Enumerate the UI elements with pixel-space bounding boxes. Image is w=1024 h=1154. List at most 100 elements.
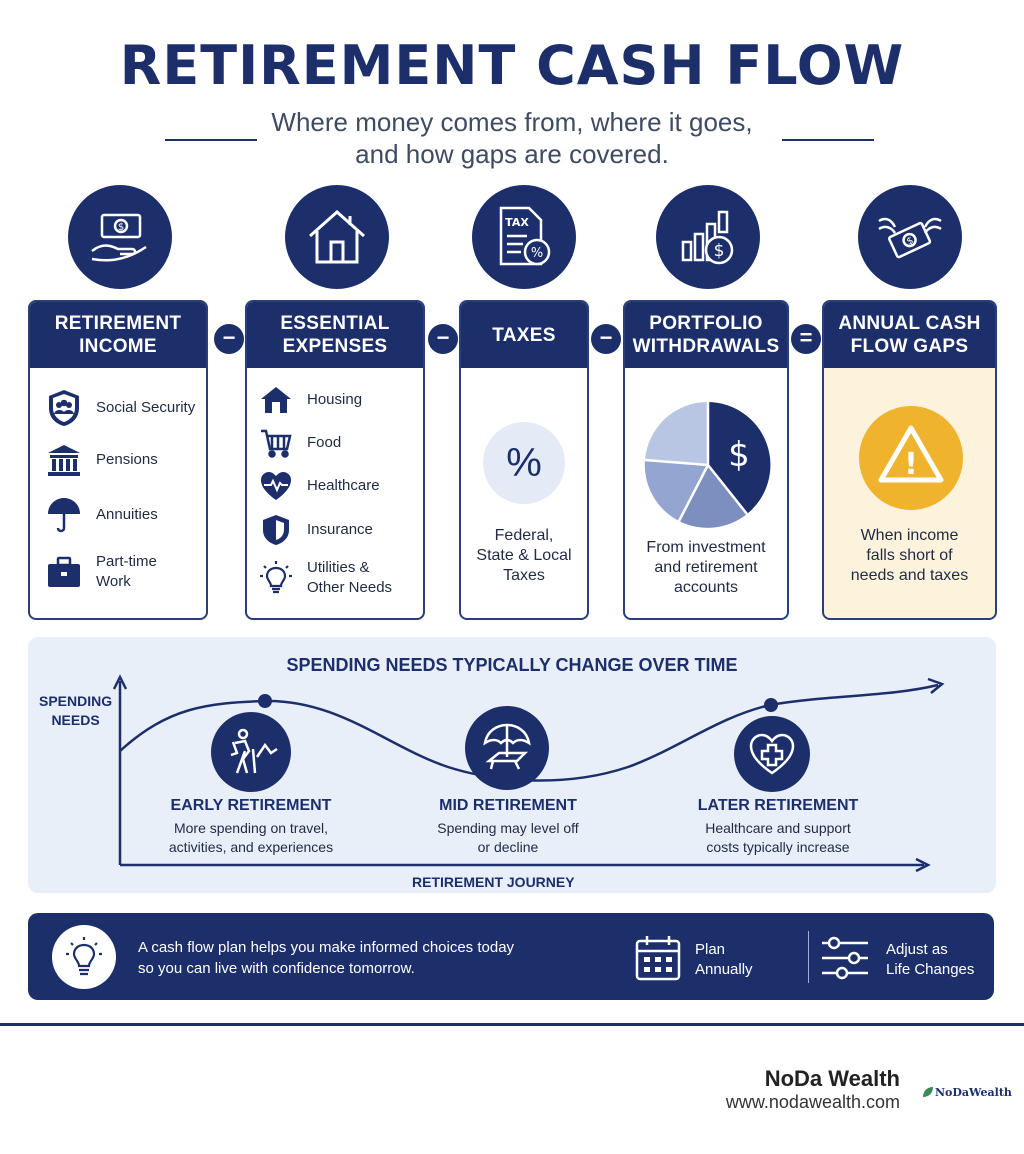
heart-cross-icon (734, 716, 810, 792)
phase-description-line-2: activities, and experiences (168, 839, 334, 855)
card-title-line-2: FLOW GAPS (850, 336, 969, 357)
list-item: Healthcare (259, 470, 380, 502)
card-title-line-2: WITHDRAWALS (632, 336, 780, 357)
list-item: Insurance (259, 513, 373, 547)
svg-text:%: % (531, 246, 543, 261)
page-title: RETIREMENT CASH FLOW (119, 34, 905, 97)
y-axis-label-line-2: NEEDS (51, 712, 100, 728)
subtitle-line-1: Where money comes from, where it goes, (271, 107, 753, 137)
warning-icon: ! (859, 406, 963, 510)
phase-description: Spending may level off or decline (398, 819, 618, 857)
card-title-line-1: RETIREMENT (54, 313, 182, 334)
house-icon (261, 387, 291, 413)
exclamation-symbol: ! (904, 447, 918, 482)
minus-operator: − (214, 324, 244, 354)
list-item-label: Annuities (96, 506, 158, 523)
banner-message-line-1: A cash flow plan helps you make informed… (138, 939, 515, 956)
pie-chart-icon: $ (644, 401, 771, 528)
card-taxes: TAXES % Federal, State & Local Taxes (459, 300, 589, 620)
card-title-line-1: ESSENTIAL (280, 313, 390, 334)
shopping-cart-icon (261, 429, 292, 458)
card-description-line-3: Taxes (503, 567, 545, 584)
list-item-label-line-1: Part-time (96, 553, 157, 570)
title-rule-right (782, 139, 874, 141)
list-item-label: Utilities &Other Needs (307, 558, 392, 598)
phase-description-line-1: Healthcare and support (705, 820, 851, 836)
card-description-line-2: and retirement (654, 559, 758, 576)
card-title-line-2: EXPENSES (282, 336, 388, 357)
card-description-line-3: accounts (673, 579, 739, 596)
card-description-line-1: Federal, (494, 527, 554, 544)
phase-description-line-2: costs typically increase (706, 839, 850, 855)
tax-document-icon: TAX % (472, 185, 576, 289)
percent-symbol: % (506, 441, 542, 485)
shield-icon (263, 515, 289, 545)
minus-operator: − (591, 324, 621, 354)
phase-title: EARLY RETIREMENT (170, 797, 332, 814)
card-description-line-3: needs and taxes (850, 567, 969, 584)
lightbulb-icon (260, 561, 292, 594)
hiker-icon (211, 712, 291, 792)
curve-marker-early (258, 694, 272, 708)
card-title-line-1: ANNUAL CASH (838, 313, 981, 334)
y-axis-arrowhead (112, 674, 128, 690)
list-item: Social Security (46, 388, 195, 428)
flying-money-icon: $ (858, 185, 962, 289)
card-description-line-2: State & Local (476, 547, 572, 564)
phase-description: More spending on travel, activities, and… (141, 819, 361, 857)
list-item-label-line-2: Other Needs (307, 579, 393, 596)
brand-logo: NoDaWealth (921, 1085, 1012, 1099)
list-item-label-line-2: Work (96, 573, 131, 590)
card-description-line-2: falls short of (866, 547, 953, 564)
logo-leaf-icon (923, 1087, 933, 1097)
adjust-label-line-2: Life Changes (886, 961, 975, 978)
lightbulb-icon (52, 925, 116, 989)
x-axis-arrowhead (915, 857, 931, 873)
banner-message: A cash flow plan helps you make informed… (138, 937, 514, 979)
list-item: Utilities &Other Needs (259, 558, 392, 598)
list-item-label: Pensions (96, 451, 158, 468)
card-description: Federal, State & Local Taxes (461, 526, 587, 586)
adjust-label: Adjust as Life Changes (886, 940, 974, 980)
percent-icon: % (483, 422, 565, 504)
brand-logo-text: NoDaWealth (935, 1085, 1012, 1099)
plan-label-line-1: Plan (695, 941, 726, 958)
journey-title: SPENDING NEEDS TYPICALLY CHANGE OVER TIM… (286, 655, 738, 675)
page-subtitle: Where money comes from, where it goes, a… (0, 106, 1024, 170)
phase-description-line-1: More spending on travel, (173, 820, 329, 836)
banner-divider (808, 931, 809, 983)
card-description: When income falls short of needs and tax… (824, 526, 995, 586)
dollar-symbol: $ (728, 435, 750, 475)
card-title-line-1: PORTFOLIO (649, 313, 763, 334)
cash-flow-plan-banner: A cash flow plan helps you make informed… (28, 913, 994, 1000)
title-rule-left (165, 139, 257, 141)
list-item-label: Insurance (307, 521, 373, 538)
x-axis-label: RETIREMENT JOURNEY (412, 874, 575, 890)
brand-url: www.nodawealth.com (725, 1092, 900, 1112)
svg-text:$: $ (905, 235, 915, 248)
people-shield-icon (49, 390, 79, 426)
phase-title: LATER RETIREMENT (697, 797, 859, 814)
curve-marker-later (764, 698, 778, 712)
list-item: Pensions (46, 442, 158, 478)
list-item-label: Social Security (96, 399, 196, 416)
list-item-label: Housing (307, 391, 363, 408)
bank-building-icon (48, 445, 80, 476)
plan-annually-label: Plan Annually (695, 940, 753, 980)
card-description-line-1: When income (860, 527, 959, 544)
growth-chart-dollar-icon: $ (656, 185, 760, 289)
brand-name: NoDa Wealth (764, 1066, 900, 1091)
phase-description-line-1: Spending may level off (437, 820, 579, 836)
heart-pulse-icon (261, 472, 291, 500)
equals-operator: = (791, 324, 821, 354)
phase-description: Healthcare and support costs typically i… (668, 819, 888, 857)
list-item-label: Healthcare (307, 477, 380, 494)
